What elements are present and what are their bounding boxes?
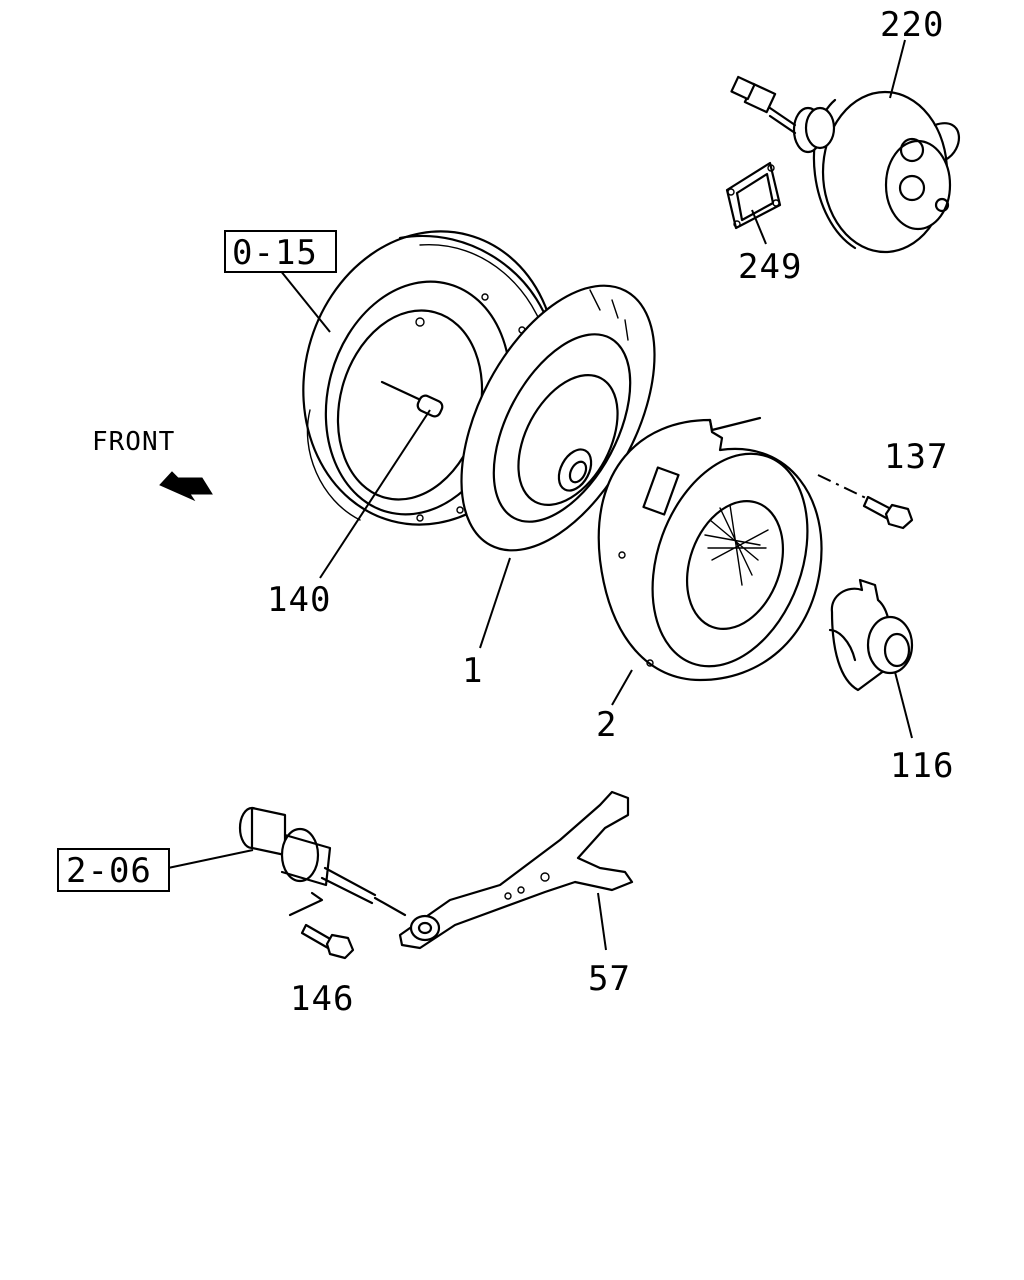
leader-lines <box>167 39 913 951</box>
label-220: 220 <box>880 5 944 45</box>
part-1-clutch-disc <box>460 284 656 552</box>
label-0-15: 0-15 <box>232 233 318 273</box>
label-57: 57 <box>588 959 631 999</box>
label-249: 249 <box>738 247 802 287</box>
part-220-booster <box>730 75 960 254</box>
label-2-06: 2-06 <box>66 851 152 891</box>
part-249-gasket <box>725 161 782 230</box>
ref-box-0-15 <box>224 230 337 273</box>
part-146-bolt <box>288 891 355 960</box>
label-137: 137 <box>884 437 948 477</box>
label-146: 146 <box>290 979 354 1019</box>
front-arrow-icon <box>159 471 213 502</box>
part-137-bolt <box>817 474 914 530</box>
label-2: 2 <box>596 705 617 745</box>
label-front: FRONT <box>92 427 175 457</box>
ref-box-2-06 <box>57 848 170 892</box>
part-2-pressure-plate <box>597 416 823 682</box>
label-140: 140 <box>267 580 331 620</box>
part-57-release-fork <box>398 790 634 950</box>
label-1: 1 <box>462 651 483 691</box>
part-2-06-slave-cylinder <box>238 806 407 917</box>
part-140-pin <box>380 380 444 418</box>
label-116: 116 <box>890 746 954 786</box>
part-116-release-bearing <box>828 578 914 692</box>
